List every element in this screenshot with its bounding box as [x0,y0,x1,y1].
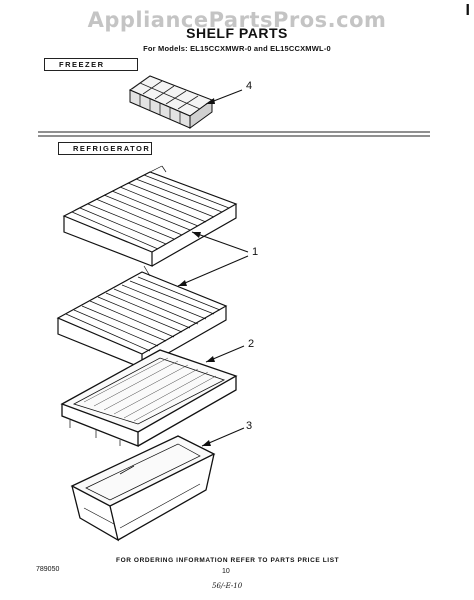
page-number: 10 [222,568,230,575]
callout-2: 2 [248,338,255,350]
leader-arrow-4 [206,98,215,104]
watermark: AppliancePartsPros.com [87,8,387,32]
callout-3: 3 [246,420,253,432]
leader-arrow-1a [192,232,201,238]
ice-cube-tray [128,75,214,129]
wire-shelf-lower [56,265,228,369]
leader-line-1b [177,255,249,287]
leader-arrow-3 [202,440,211,446]
refrigerator-section-label: REFRIGERATOR [58,142,152,155]
callout-4: 4 [246,80,253,92]
freezer-section-label: FREEZER [44,58,138,71]
callout-1: 1 [252,246,259,258]
corner-mark: I [465,2,470,19]
glass-shelf [60,349,238,447]
wire-shelf-upper [62,165,238,267]
ordering-note: FOR ORDERING INFORMATION REFER TO PARTS … [116,557,340,564]
crisper-pan [70,435,216,542]
handwritten-date: 56/-E-10 [212,582,243,590]
document-number: 789050 [36,566,60,573]
model-numbers: For Models: EL15CCXMWR-0 and EL15CCXMWL-… [143,44,331,53]
page-title: SHELF PARTS [186,25,288,41]
leader-arrow-2 [206,356,215,362]
leader-line-1a [191,231,249,253]
leader-arrow-1b [178,280,187,286]
